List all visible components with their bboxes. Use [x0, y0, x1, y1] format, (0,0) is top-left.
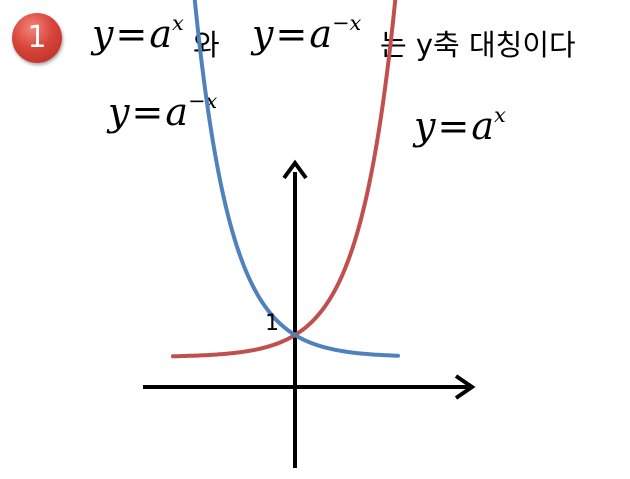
eq-symbol-y: y: [252, 12, 274, 56]
label-a-neg-x: y=a−x: [108, 89, 218, 134]
label-equals: =: [131, 90, 164, 134]
title-equation-a-x: y=ax: [92, 11, 184, 56]
label-symbol-y: y: [108, 90, 130, 134]
label-equals: =: [437, 104, 470, 148]
eq-exponent: x: [171, 11, 184, 36]
eq-symbol-y: y: [92, 12, 114, 56]
curve-a-x: [171, 0, 398, 359]
title-statement: 는 y축 대칭이다: [380, 28, 576, 62]
label-symbol-a: a: [471, 104, 494, 148]
label-a-x: y=ax: [414, 103, 506, 148]
step-number-badge: 1: [12, 13, 62, 63]
eq-exponent: −x: [331, 11, 362, 36]
label-exponent: −x: [187, 89, 218, 114]
eq-equals: =: [115, 12, 148, 56]
y-intercept-label: 1: [265, 311, 279, 336]
title-equation-a-neg-x: y=a−x: [252, 11, 362, 56]
eq-symbol-a: a: [149, 12, 172, 56]
label-symbol-a: a: [165, 90, 188, 134]
label-exponent: x: [493, 103, 506, 128]
eq-symbol-a: a: [309, 12, 332, 56]
label-symbol-y: y: [414, 104, 436, 148]
x-axis-arrowhead: [454, 374, 476, 400]
curve-a-neg-x: [192, 0, 400, 358]
eq-equals: =: [275, 12, 308, 56]
y-axis-arrowhead: [282, 159, 308, 180]
